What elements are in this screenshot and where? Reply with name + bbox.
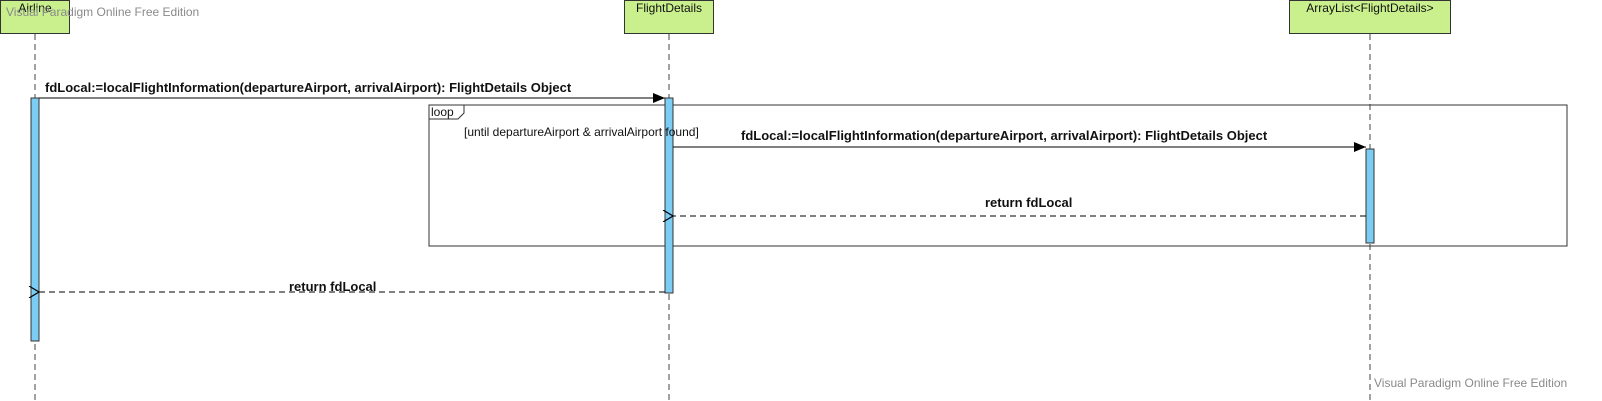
lifeline-head-airline[interactable]: Airline	[0, 0, 70, 34]
message-m2-label: fdLocal:=localFlightInformation(departur…	[741, 128, 1268, 143]
message-m4-label: return fdLocal	[289, 279, 377, 294]
loop-guard-label: [until departureAirport & arrivalAirport…	[464, 125, 699, 139]
loop-fragment[interactable]	[428, 104, 1568, 247]
activation-airline[interactable]	[30, 97, 40, 342]
activation-arraylist[interactable]	[1365, 148, 1375, 244]
lifeline-arraylist-label: ArrayList<FlightDetails>	[1306, 1, 1434, 15]
watermark-top: Visual Paradigm Online Free Edition	[6, 5, 200, 19]
lifeline-head-arraylist[interactable]: ArrayList<FlightDetails>	[1289, 0, 1451, 34]
loop-operator-label: loop	[431, 105, 454, 119]
lifeline-flightdetails-label: FlightDetails	[635, 1, 703, 15]
loop-fragment-tag	[429, 104, 465, 120]
message-m3-label: return fdLocal	[985, 195, 1073, 210]
message-m1-label: fdLocal:=localFlightInformation(departur…	[45, 80, 572, 95]
lifeline-airline-label: Airline	[18, 1, 52, 15]
activation-flightdetails[interactable]	[664, 97, 674, 294]
lifeline-head-flightdetails[interactable]: FlightDetails	[624, 0, 714, 34]
watermark-bottom: Visual Paradigm Online Free Edition	[1374, 376, 1568, 390]
